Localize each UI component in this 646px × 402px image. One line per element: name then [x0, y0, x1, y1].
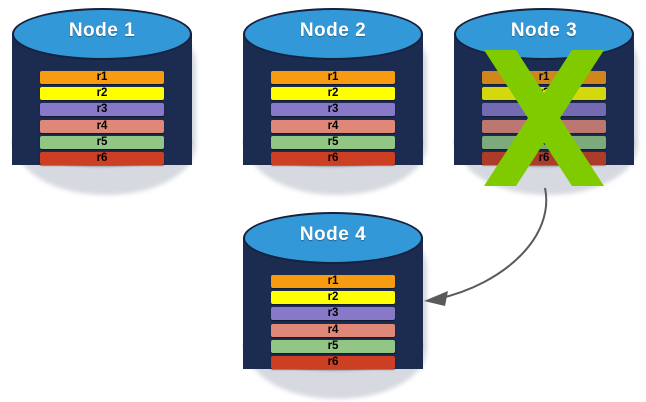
node-cylinder-node2[interactable]: Node 2 r1 r2 r3 r4 r5 r6: [243, 8, 427, 195]
data-row-label: r2: [327, 291, 339, 304]
data-row-label: r5: [96, 135, 108, 148]
data-row-label: r4: [327, 119, 339, 132]
data-row[interactable]: r6: [271, 151, 395, 165]
data-row[interactable]: r3: [271, 103, 395, 117]
data-row-label: r5: [538, 135, 550, 148]
data-row-label: r6: [538, 151, 550, 164]
data-row-label: r3: [538, 103, 550, 116]
data-row-label: r4: [96, 119, 108, 132]
replication-arrow-path: [436, 187, 548, 300]
data-row-label: r5: [327, 135, 339, 148]
data-row[interactable]: r6: [482, 151, 606, 165]
data-row[interactable]: r5: [482, 135, 606, 149]
data-row-label: r6: [327, 355, 339, 368]
data-row-label: r1: [96, 71, 108, 83]
data-row[interactable]: r4: [482, 119, 606, 133]
data-row-label: r5: [327, 339, 339, 352]
data-row-label: r1: [327, 275, 339, 287]
node-label: Node 1: [68, 20, 136, 41]
node-label: Node 2: [299, 20, 367, 41]
replication-arrow-head: [424, 291, 448, 306]
row-stack: r1 r2 r3 r4 r5 r6: [40, 71, 164, 168]
node-cylinder-node3[interactable]: Node 3 r1 r2 r3 r4 r5 r6: [454, 8, 638, 195]
row-stack: r1 r2 r3 r4 r5 r6: [482, 71, 606, 168]
row-stack: r1 r2 r3 r4 r5 r6: [271, 71, 395, 168]
data-row-label: r3: [96, 103, 108, 116]
data-row-label: r4: [327, 323, 339, 336]
node-cylinder-node1[interactable]: Node 1 r1 r2 r3 r4 r5 r6: [12, 8, 196, 195]
cylinder-top-ellipse: [243, 212, 423, 264]
data-row[interactable]: r4: [40, 119, 164, 133]
data-row[interactable]: r3: [40, 103, 164, 117]
node-label: Node 4: [299, 224, 367, 245]
data-row[interactable]: r6: [40, 151, 164, 165]
data-row-label: r6: [327, 151, 339, 164]
cylinder-top-ellipse: [243, 8, 423, 60]
data-row[interactable]: r2: [271, 291, 395, 305]
data-row[interactable]: r3: [271, 307, 395, 321]
data-row[interactable]: r1: [271, 71, 395, 84]
data-row[interactable]: r2: [271, 87, 395, 101]
cylinder-top-ellipse: [12, 8, 192, 60]
row-stack: r1 r2 r3 r4 r5 r6: [271, 275, 395, 372]
data-row[interactable]: r5: [271, 339, 395, 353]
data-row[interactable]: r5: [40, 135, 164, 149]
data-row-label: r2: [327, 87, 339, 100]
data-row[interactable]: r1: [271, 275, 395, 288]
data-row[interactable]: r1: [482, 71, 606, 84]
data-row-label: r1: [327, 71, 339, 83]
data-row[interactable]: r2: [40, 87, 164, 101]
data-row[interactable]: r6: [271, 355, 395, 369]
data-row-label: r2: [96, 87, 108, 100]
data-row[interactable]: r5: [271, 135, 395, 149]
data-row[interactable]: r4: [271, 323, 395, 337]
data-row-label: r6: [96, 151, 108, 164]
data-row[interactable]: r3: [482, 103, 606, 117]
data-row-label: r3: [327, 103, 339, 116]
data-row[interactable]: r2: [482, 87, 606, 101]
data-row[interactable]: r4: [271, 119, 395, 133]
data-row-label: r1: [538, 71, 550, 83]
data-row-label: r4: [538, 119, 550, 132]
node-label: Node 3: [510, 20, 578, 41]
node-cylinder-node4[interactable]: Node 4 r1 r2 r3 r4 r5 r6: [243, 212, 427, 399]
data-row[interactable]: r1: [40, 71, 164, 84]
data-row-label: r3: [327, 307, 339, 320]
data-row-label: r2: [538, 87, 550, 100]
